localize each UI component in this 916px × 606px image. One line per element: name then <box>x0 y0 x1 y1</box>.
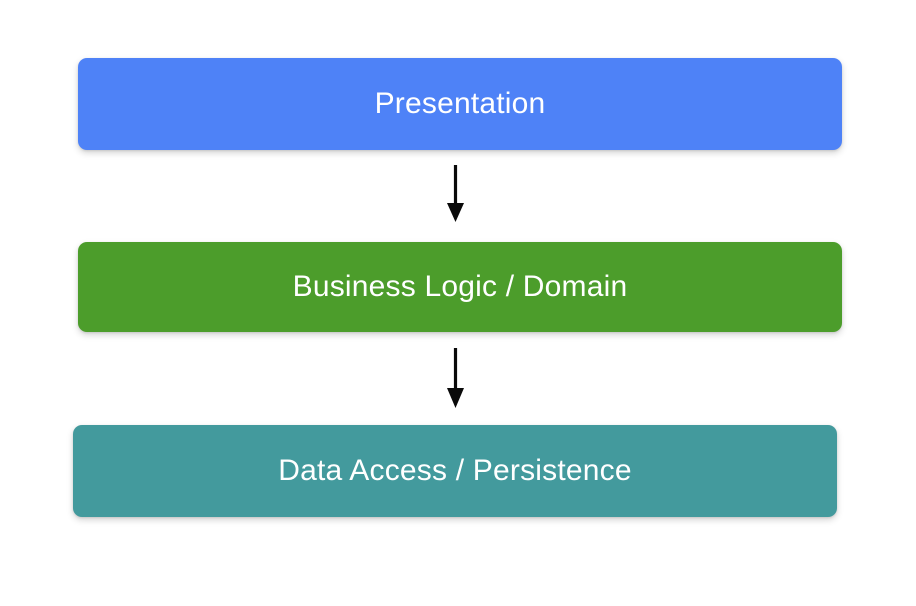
arrow-business-to-data <box>447 348 464 408</box>
layer-box-presentation[interactable]: Presentation <box>78 58 842 150</box>
layer-label-presentation: Presentation <box>374 87 546 120</box>
arrow-presentation-to-business <box>447 165 464 222</box>
layer-label-business-logic: Business Logic / Domain <box>292 270 628 303</box>
arrow-head-icon <box>447 388 464 408</box>
layer-label-data-access: Data Access / Persistence <box>278 454 632 487</box>
layer-box-business-logic[interactable]: Business Logic / Domain <box>78 242 842 332</box>
arrow-head-icon <box>447 203 464 222</box>
layer-box-data-access[interactable]: Data Access / Persistence <box>73 425 837 517</box>
